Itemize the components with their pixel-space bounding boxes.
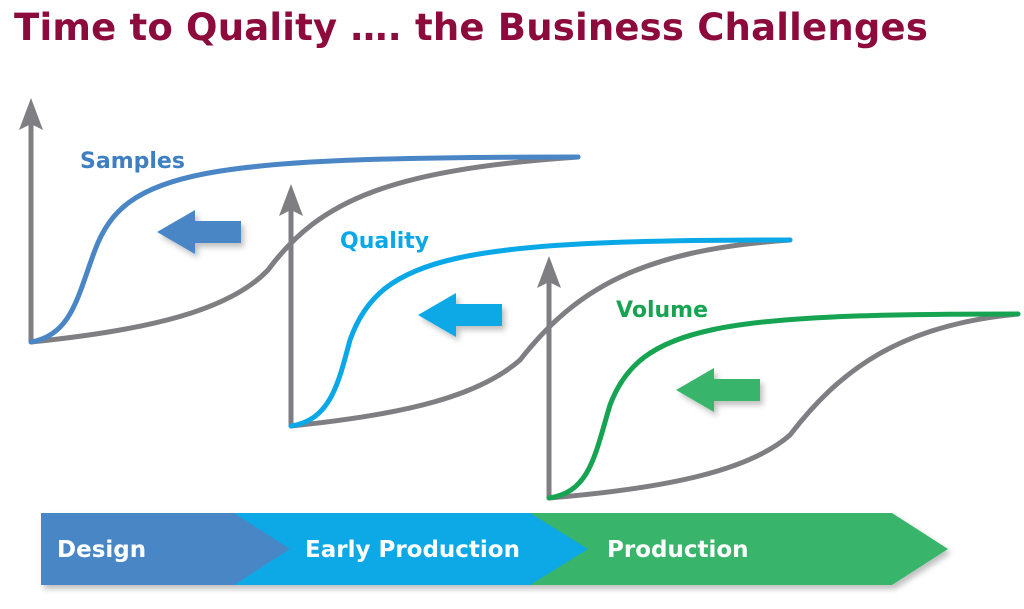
samples-panel: Samples (19, 98, 581, 345)
quality-axis-arrowhead (279, 184, 303, 216)
samples-label: Samples (80, 149, 185, 174)
volume-gray-reference-curve (546, 311, 1021, 501)
quality-gray-reference-curve (288, 237, 793, 429)
volume-label: Volume (616, 298, 708, 323)
slide-title: Time to Quality …. the Business Challeng… (14, 6, 929, 49)
quality-curve (288, 237, 793, 429)
samples-curve (28, 154, 581, 345)
volume-curve (546, 311, 1021, 501)
quality-left-arrow-icon (418, 293, 502, 337)
phase-design-chevron (41, 513, 290, 585)
samples-left-arrow-icon (157, 210, 241, 254)
phase-design-label: Design (57, 537, 146, 563)
phase-timeline (41, 513, 948, 585)
phase-production-chevron (530, 513, 948, 585)
samples-gray-reference-curve (28, 154, 581, 345)
quality-panel: Quality (279, 184, 793, 429)
quality-label: Quality (340, 229, 429, 254)
volume-left-arrow-icon (676, 368, 760, 412)
volume-panel: Volume (537, 256, 1021, 501)
phase-production-label: Production (607, 537, 749, 563)
volume-axis-arrowhead (537, 256, 561, 288)
phase-early-production-label: Early Production (305, 537, 520, 563)
phase-early-production-chevron (234, 513, 588, 585)
samples-axis-arrowhead (19, 98, 43, 130)
